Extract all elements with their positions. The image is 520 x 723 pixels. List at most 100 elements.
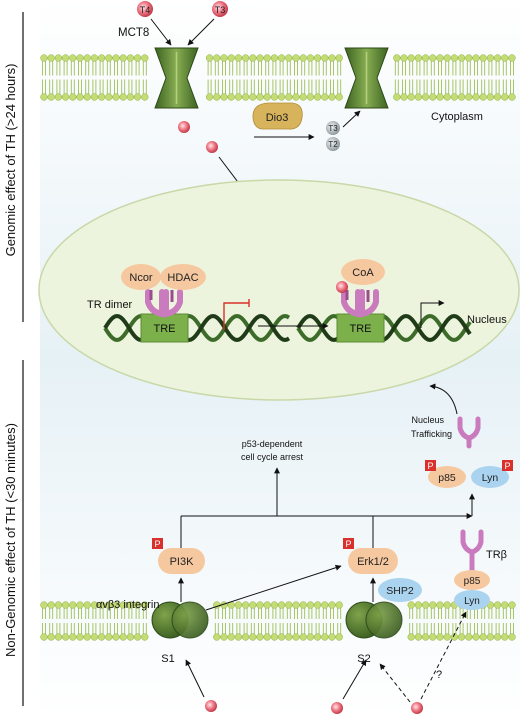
lipid-tail bbox=[258, 61, 262, 94]
lipid-head bbox=[105, 93, 113, 101]
lipid-head bbox=[285, 601, 293, 609]
lipid-head bbox=[443, 601, 451, 609]
question-mark-label: ? bbox=[436, 669, 442, 681]
lipid-head bbox=[249, 601, 257, 609]
lipid-head bbox=[241, 93, 250, 101]
lipid-head bbox=[90, 633, 99, 641]
lipid-tail bbox=[445, 608, 450, 634]
lipid-head bbox=[234, 54, 243, 62]
hdac: HDAC bbox=[160, 264, 206, 290]
t2-metabolite: T2 bbox=[326, 137, 340, 151]
lipid-head bbox=[256, 93, 264, 101]
lipid-head bbox=[313, 633, 322, 641]
trb-label: TRβ bbox=[486, 549, 507, 561]
lipid-tail bbox=[322, 608, 327, 634]
lipid-head bbox=[270, 633, 279, 641]
tr-dimer-label: TR dimer bbox=[87, 299, 133, 311]
lipid-tail bbox=[488, 61, 493, 94]
lipid-head bbox=[299, 601, 307, 609]
lipid-head bbox=[227, 93, 235, 101]
lipid-head bbox=[97, 93, 106, 101]
lipid-head bbox=[227, 633, 235, 641]
tre-box-right bbox=[336, 313, 385, 343]
lipid-tail bbox=[445, 61, 450, 94]
lipid-head bbox=[457, 93, 466, 101]
trafficking-arrow bbox=[429, 383, 458, 415]
export-arrow bbox=[342, 110, 361, 128]
lipid-tail bbox=[394, 61, 399, 94]
lipid-head bbox=[306, 54, 315, 62]
lyn-bottom-label: Lyn bbox=[464, 596, 480, 607]
tr-dimer-left bbox=[145, 289, 183, 318]
lyn-bottom: Lyn bbox=[454, 590, 490, 610]
lipid-head bbox=[61, 54, 70, 62]
lipid-tail bbox=[466, 608, 471, 634]
lipid-tail bbox=[423, 61, 428, 94]
lipid-head bbox=[414, 601, 423, 609]
lipid-head bbox=[501, 54, 509, 62]
lipid-tail bbox=[236, 608, 241, 634]
lipid-head bbox=[436, 93, 444, 101]
lipid-tail bbox=[121, 61, 126, 94]
plasma-membrane-top bbox=[40, 54, 516, 101]
lipid-head bbox=[76, 54, 84, 62]
lipid-tail bbox=[301, 608, 306, 634]
lipid-head bbox=[119, 93, 127, 101]
lyn-top-label: Lyn bbox=[482, 472, 499, 484]
lipid-head bbox=[306, 633, 315, 641]
p85-top-label: p85 bbox=[438, 472, 456, 484]
lipid-tail bbox=[502, 608, 507, 634]
lipid-head bbox=[213, 93, 221, 101]
phospho-label: P bbox=[345, 539, 351, 549]
lipid-head bbox=[241, 54, 250, 62]
lipid-head bbox=[263, 54, 271, 62]
repression-mark bbox=[223, 302, 249, 330]
p85-bottom-label: p85 bbox=[464, 576, 481, 587]
s2-label: S2 bbox=[357, 653, 370, 665]
lipid-head bbox=[407, 93, 415, 101]
lipid-head bbox=[249, 54, 257, 62]
lipid-head bbox=[335, 93, 343, 101]
lipid-head bbox=[400, 93, 408, 101]
dio3-enzyme: Dio3 bbox=[252, 102, 303, 130]
lipid-head bbox=[263, 601, 271, 609]
lipid-head bbox=[493, 633, 502, 641]
lipid-head bbox=[472, 93, 480, 101]
lipid-tail bbox=[85, 608, 90, 634]
trafficking-label-line1: Nucleus bbox=[411, 415, 444, 425]
phospho-lyn-top: P bbox=[502, 460, 513, 471]
lipid-tail bbox=[258, 608, 262, 634]
tre-box-left bbox=[140, 313, 189, 343]
lipid-head bbox=[400, 54, 408, 62]
lipid-head bbox=[97, 54, 106, 62]
lipid-head bbox=[220, 633, 228, 641]
lipid-head bbox=[328, 54, 336, 62]
phospho-label: P bbox=[504, 461, 510, 471]
lipid-head bbox=[292, 93, 300, 101]
lipid-head bbox=[54, 93, 63, 101]
lipid-head bbox=[285, 633, 293, 641]
lipid-tail bbox=[214, 61, 219, 94]
lipid-head bbox=[126, 93, 135, 101]
lipid-head bbox=[429, 633, 437, 641]
s1-label: S1 bbox=[161, 653, 174, 665]
lipid-tail bbox=[63, 61, 68, 94]
lipid-head bbox=[436, 601, 444, 609]
lipid-head bbox=[97, 601, 106, 609]
lipid-head bbox=[479, 633, 487, 641]
lipid-tail bbox=[142, 61, 147, 94]
t4-label: T4 bbox=[140, 5, 151, 15]
lipid-tail bbox=[42, 608, 46, 634]
t3-hormone: T3 bbox=[212, 1, 228, 17]
lipid-head bbox=[285, 54, 293, 62]
lipid-head bbox=[306, 93, 315, 101]
dna-strand bbox=[103, 313, 291, 343]
phospho-label: P bbox=[427, 461, 433, 471]
pi3k-kinase: PI3K bbox=[158, 548, 205, 574]
lipid-head bbox=[256, 54, 264, 62]
lipid-tail bbox=[416, 61, 421, 94]
lipid-head bbox=[508, 601, 516, 609]
lipid-tail bbox=[121, 608, 126, 634]
mct8-channel-right bbox=[344, 47, 389, 109]
erk-label: Erk1/2 bbox=[357, 556, 389, 568]
